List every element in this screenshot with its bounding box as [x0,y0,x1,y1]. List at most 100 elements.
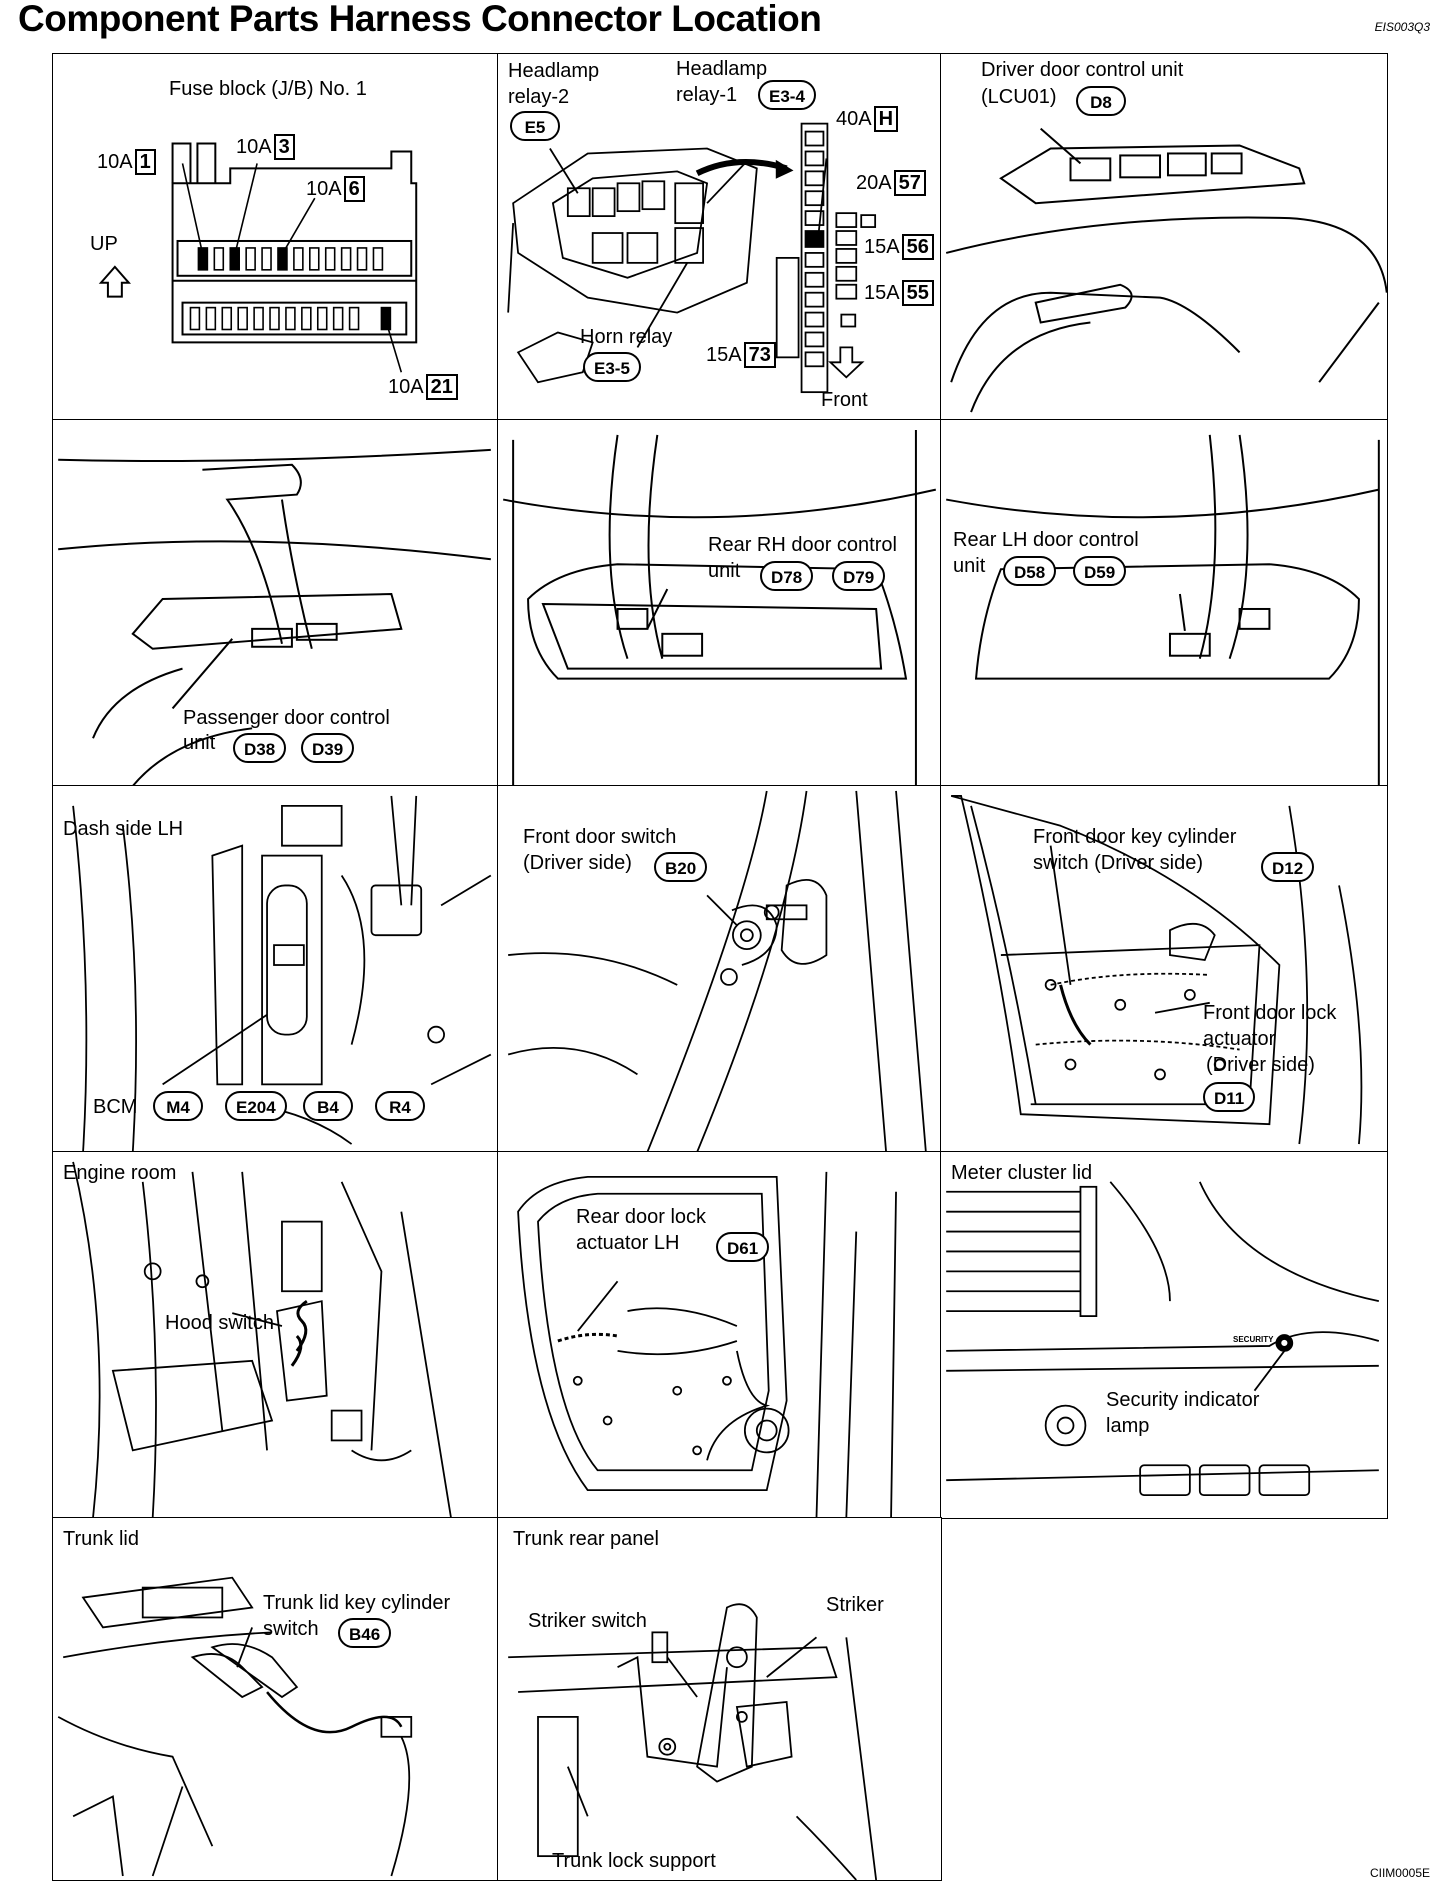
connector-d59: D59 [1073,556,1127,586]
fuse-number: 21 [425,374,458,400]
front-direction-label: Front [821,389,868,411]
panel-trunk-lid: Trunk lid Trunk lid key cylinder switch … [52,1517,499,1881]
dash-side-illustration [72,795,492,1152]
headlamp-relay-2-label: Headlamp relay-2 [508,60,600,108]
trunk-rear-illustration [508,1603,878,1880]
connector-m4: M4 [153,1091,203,1121]
security-indicator-text: SECURITY [1233,1335,1274,1344]
rear-rh-door-label-2: unit [708,560,741,582]
fuse-amp: 10A [236,136,272,158]
fuse-number: 6 [343,176,365,202]
meter-cluster-illustration [946,1181,1380,1497]
panel-rear-door-lock: Rear door lock actuator LH D61 [497,1151,942,1519]
front-door-switch-label: Front door switch [523,826,677,848]
rear-door-lock-label: Rear door lock [576,1206,707,1228]
passenger-door-illustration [58,448,491,786]
fuse-amp: 20A [856,172,892,194]
fuse-amp: 15A [864,282,900,304]
rear-lh-door-label-2: unit [953,555,986,577]
panel-rear-rh-door: Rear RH door control unit D78 D79 [497,419,942,787]
fuse-amp: 15A [706,344,742,366]
trunk-key-cylinder-label-2: switch [263,1618,319,1640]
panel-meter-cluster: Meter cluster lid SECURITY Security indi… [940,1151,1388,1519]
fuse-number: 55 [901,280,934,306]
front-door-switch-illustration [507,790,927,1152]
bcm-label: BCM [93,1096,138,1118]
connector-e3-4: E3-4 [758,80,816,110]
trunk-rear-title: Trunk rear panel [513,1528,659,1550]
panel-relay-box: Headlamp relay-2 E5 Headlamp relay-1 E3-… [497,53,942,421]
dash-side-title: Dash side LH [63,818,184,840]
up-label: UP [90,233,118,255]
document-code: EIS003Q3 [1374,20,1430,34]
relay-box-illustration [507,122,877,394]
driver-door-label: Driver door control unit [981,59,1184,81]
panel-rear-lh-door: Rear LH door control unit D58 D59 [940,419,1388,787]
rear-rh-door-illustration [503,429,937,786]
panel-driver-door: Driver door control unit (LCU01) D8 [940,53,1388,421]
connector-d38: D38 [233,733,287,763]
engine-room-title: Engine room [63,1162,177,1184]
connector-e3-5: E3-5 [583,352,641,382]
passenger-door-label: Passenger door control [183,707,390,729]
security-lamp-label-2: lamp [1106,1415,1150,1437]
fuse-block-title: Fuse block (J/B) No. 1 [169,78,367,100]
striker-label: Striker [826,1594,884,1616]
connector-b46: B46 [338,1618,392,1648]
fuse-number: 56 [901,234,934,260]
fuse-number: 73 [743,342,776,368]
connector-d12: D12 [1261,852,1315,882]
panel-front-door-switch: Front door switch (Driver side) B20 [497,785,942,1153]
connector-e204: E204 [225,1091,287,1121]
fuse-number: 57 [893,170,926,196]
connector-d11: D11 [1203,1082,1256,1112]
trunk-key-cylinder-label: Trunk lid key cylinder [263,1592,451,1614]
driver-door-label-2: (LCU01) [981,86,1057,108]
front-door-switch-label-2: (Driver side) [523,852,632,874]
page-title: Component Parts Harness Connector Locati… [18,0,822,39]
fuse-number: 1 [134,149,156,175]
driver-door-illustration [945,127,1387,413]
fuse-amp: 10A [388,376,424,398]
key-cylinder-label: Front door key cylinder [1033,826,1237,848]
engine-room-illustration [72,1161,452,1518]
connector-r4: R4 [375,1091,425,1121]
connector-e5: E5 [510,111,560,141]
panel-front-door-lock: Front door key cylinder switch (Driver s… [940,785,1388,1153]
meter-cluster-title: Meter cluster lid [951,1162,1093,1184]
rear-door-lock-illustration [517,1171,897,1518]
hood-switch-label: Hood switch [165,1312,274,1334]
lock-actuator-label-2: actuator [1203,1028,1276,1050]
connector-d8: D8 [1076,86,1126,116]
lock-actuator-label-3: (Driver side) [1206,1054,1315,1076]
fuse-number: H [873,106,899,132]
trunk-lock-support-label: Trunk lock support [552,1850,716,1872]
security-lamp-label: Security indicator [1106,1389,1260,1411]
rear-lh-door-label: Rear LH door control [953,529,1139,551]
headlamp-relay-1-label: Headlamp relay-1 [676,58,768,106]
figure-code: CIIM0005E [1369,1866,1430,1880]
striker-switch-label: Striker switch [528,1610,647,1632]
connector-b20: B20 [654,852,708,882]
rear-lh-door-illustration [946,434,1380,786]
panel-passenger-door: Passenger door control unit D38 D39 [52,419,499,787]
passenger-door-label-2: unit [183,732,216,754]
panel-dash-side: Dash side LH BCM M4 E204 B4 R4 [52,785,499,1153]
panel-engine-room: Engine room Hood switch [52,1151,499,1519]
lock-actuator-label: Front door lock [1203,1002,1337,1024]
connector-d61: D61 [716,1232,770,1262]
connector-d58: D58 [1003,556,1057,586]
fuse-amp: 10A [97,151,133,173]
fuse-amp: 15A [864,236,900,258]
